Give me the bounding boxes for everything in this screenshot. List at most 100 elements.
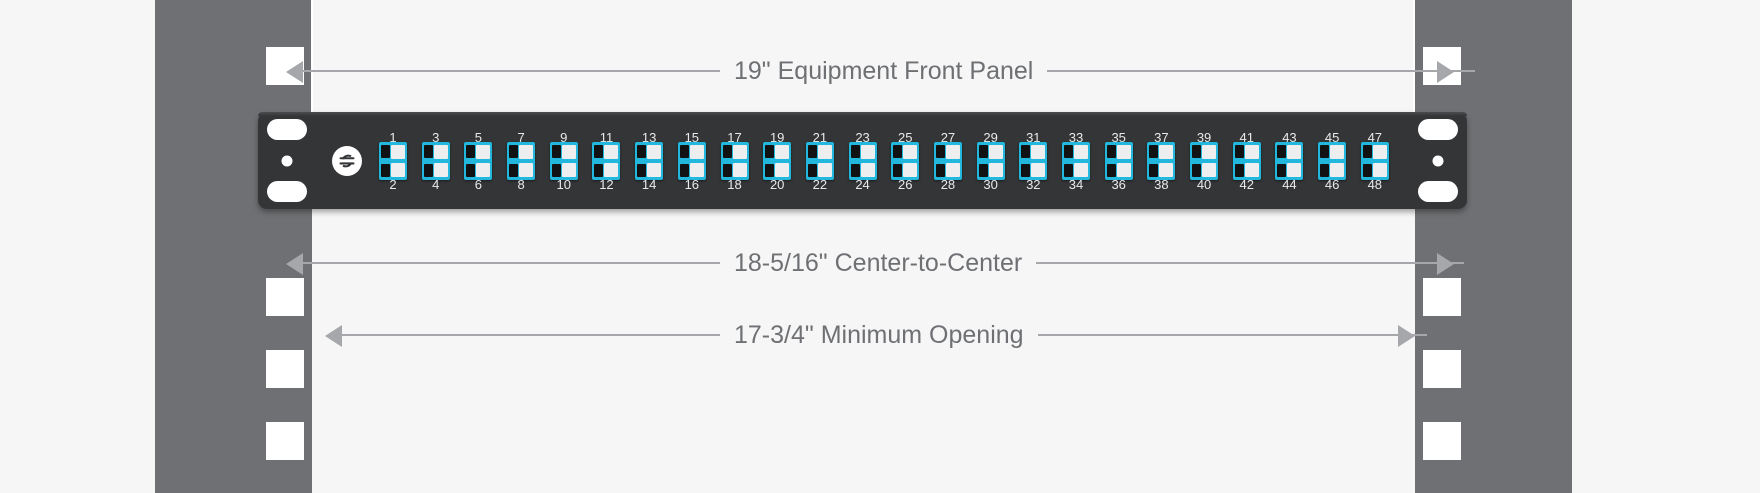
- adapter-port-openings: [1064, 144, 1073, 177]
- dimension-center-to-center: 18-5/16" Center-to-Center: [0, 249, 1760, 277]
- adapter-shutters: [689, 144, 704, 177]
- ear-slot: [267, 119, 307, 140]
- lc-duplex-adapter[interactable]: [1104, 141, 1133, 180]
- lc-duplex-adapter[interactable]: [1019, 141, 1048, 180]
- dimension-label: 17-3/4" Minimum Opening: [734, 321, 1024, 349]
- adapter-shutters: [1031, 144, 1046, 177]
- port-number-bottom: 18: [727, 177, 742, 192]
- port-number-top: 15: [684, 130, 700, 145]
- port-number-top: 19: [769, 130, 785, 145]
- adapter-shutters: [1372, 144, 1387, 177]
- arrow-left-icon: [325, 325, 342, 347]
- lc-duplex-adapter[interactable]: [464, 141, 493, 180]
- arrow-left-icon: [286, 253, 303, 275]
- adapter-port-openings: [423, 144, 433, 177]
- port-number-bottom: 22: [812, 177, 828, 192]
- lc-duplex-adapter[interactable]: [549, 141, 578, 180]
- port-number-bottom: 4: [432, 177, 440, 192]
- adapter-shutters: [1159, 144, 1174, 177]
- port-number-bottom: 42: [1239, 177, 1254, 192]
- dimension-equipment-front-panel: 19" Equipment Front Panel: [0, 57, 1760, 85]
- lc-duplex-adapter[interactable]: [635, 141, 664, 180]
- port-number-bottom: 48: [1367, 177, 1383, 192]
- lc-duplex-adapter[interactable]: [891, 141, 920, 180]
- lc-duplex-adapter[interactable]: [1360, 141, 1389, 180]
- lc-duplex-adapter[interactable]: [1232, 141, 1261, 180]
- port-number-bottom: 12: [599, 177, 614, 192]
- lc-duplex-adapter[interactable]: [1318, 141, 1347, 180]
- lc-duplex-adapter[interactable]: [1062, 141, 1090, 180]
- port-number-top: 41: [1239, 130, 1254, 145]
- lc-duplex-adapter[interactable]: [379, 141, 407, 180]
- lc-duplex-adapter[interactable]: [1190, 141, 1219, 180]
- lc-duplex-adapter[interactable]: [763, 141, 792, 180]
- panel-mounting-ear-left: [258, 112, 316, 209]
- adapter-shutters: [945, 144, 960, 177]
- port-number-bottom: 26: [898, 177, 913, 192]
- dimension-minimum-opening: 17-3/4" Minimum Opening: [0, 321, 1760, 349]
- port-number-top: 25: [898, 130, 913, 145]
- arrow-right-icon: [1437, 61, 1454, 83]
- adapter-shutters: [647, 144, 662, 177]
- adapter-port-openings: [978, 144, 988, 177]
- rail-mounting-hole: [266, 350, 304, 388]
- dimension-line: [1047, 70, 1476, 72]
- adapter-port-openings: [1106, 144, 1116, 177]
- extension-line-right: [1413, 0, 1415, 128]
- adapter-port-openings: [1021, 144, 1031, 177]
- port-number-top: 37: [1154, 130, 1169, 145]
- port-number-bottom: 14: [641, 177, 657, 192]
- dimension-line: [1036, 262, 1465, 264]
- port-number-top: 23: [855, 130, 870, 145]
- adapter-port-openings: [893, 144, 903, 177]
- adapter-shutters: [1330, 144, 1345, 177]
- port-number-bottom: 36: [1111, 177, 1126, 192]
- port-number-bottom: 8: [517, 177, 525, 192]
- dimension-label: 18-5/16" Center-to-Center: [734, 249, 1023, 277]
- adapter-port-openings: [1320, 144, 1330, 177]
- lc-duplex-adapter[interactable]: [848, 141, 877, 180]
- adapter-shutters: [1244, 144, 1259, 177]
- panel-mounting-ear-right: [1409, 112, 1467, 209]
- lc-duplex-adapter[interactable]: [1275, 141, 1304, 180]
- lc-duplex-adapter[interactable]: [507, 141, 536, 180]
- lc-duplex-adapter[interactable]: [677, 141, 706, 180]
- lc-duplex-adapter[interactable]: [933, 141, 962, 180]
- port-number-top: 9: [560, 130, 568, 145]
- adapter-shutters: [1116, 144, 1131, 177]
- adapter-cell: 25 26: [888, 112, 922, 209]
- rail-mounting-hole: [1423, 422, 1461, 460]
- adapter-shutters: [604, 144, 619, 177]
- adapter-port-openings: [850, 144, 860, 177]
- adapter-shutters: [860, 144, 875, 177]
- lc-duplex-adapter[interactable]: [976, 141, 1005, 180]
- lc-duplex-adapter[interactable]: [720, 141, 749, 180]
- port-number-bottom: 40: [1196, 177, 1212, 192]
- lc-duplex-adapter[interactable]: [421, 141, 450, 180]
- port-number-bottom: 32: [1026, 177, 1041, 192]
- adapter-port-openings: [1362, 144, 1372, 177]
- adapter-shutters: [433, 144, 448, 177]
- arrow-right-icon: [1437, 253, 1454, 275]
- adapter-shutters: [519, 144, 534, 177]
- lc-duplex-adapter[interactable]: [805, 141, 834, 180]
- arrow-left-icon: [286, 61, 303, 83]
- lc-duplex-adapter[interactable]: [592, 141, 621, 180]
- dimension-label: 19" Equipment Front Panel: [734, 57, 1034, 85]
- adapter-shutters: [1287, 144, 1302, 177]
- adapter-port-openings: [679, 144, 689, 177]
- lc-duplex-adapter[interactable]: [1147, 141, 1176, 180]
- rail-mounting-hole: [1423, 278, 1461, 316]
- adapter-port-openings: [765, 144, 775, 177]
- port-number-bottom: 6: [474, 177, 482, 192]
